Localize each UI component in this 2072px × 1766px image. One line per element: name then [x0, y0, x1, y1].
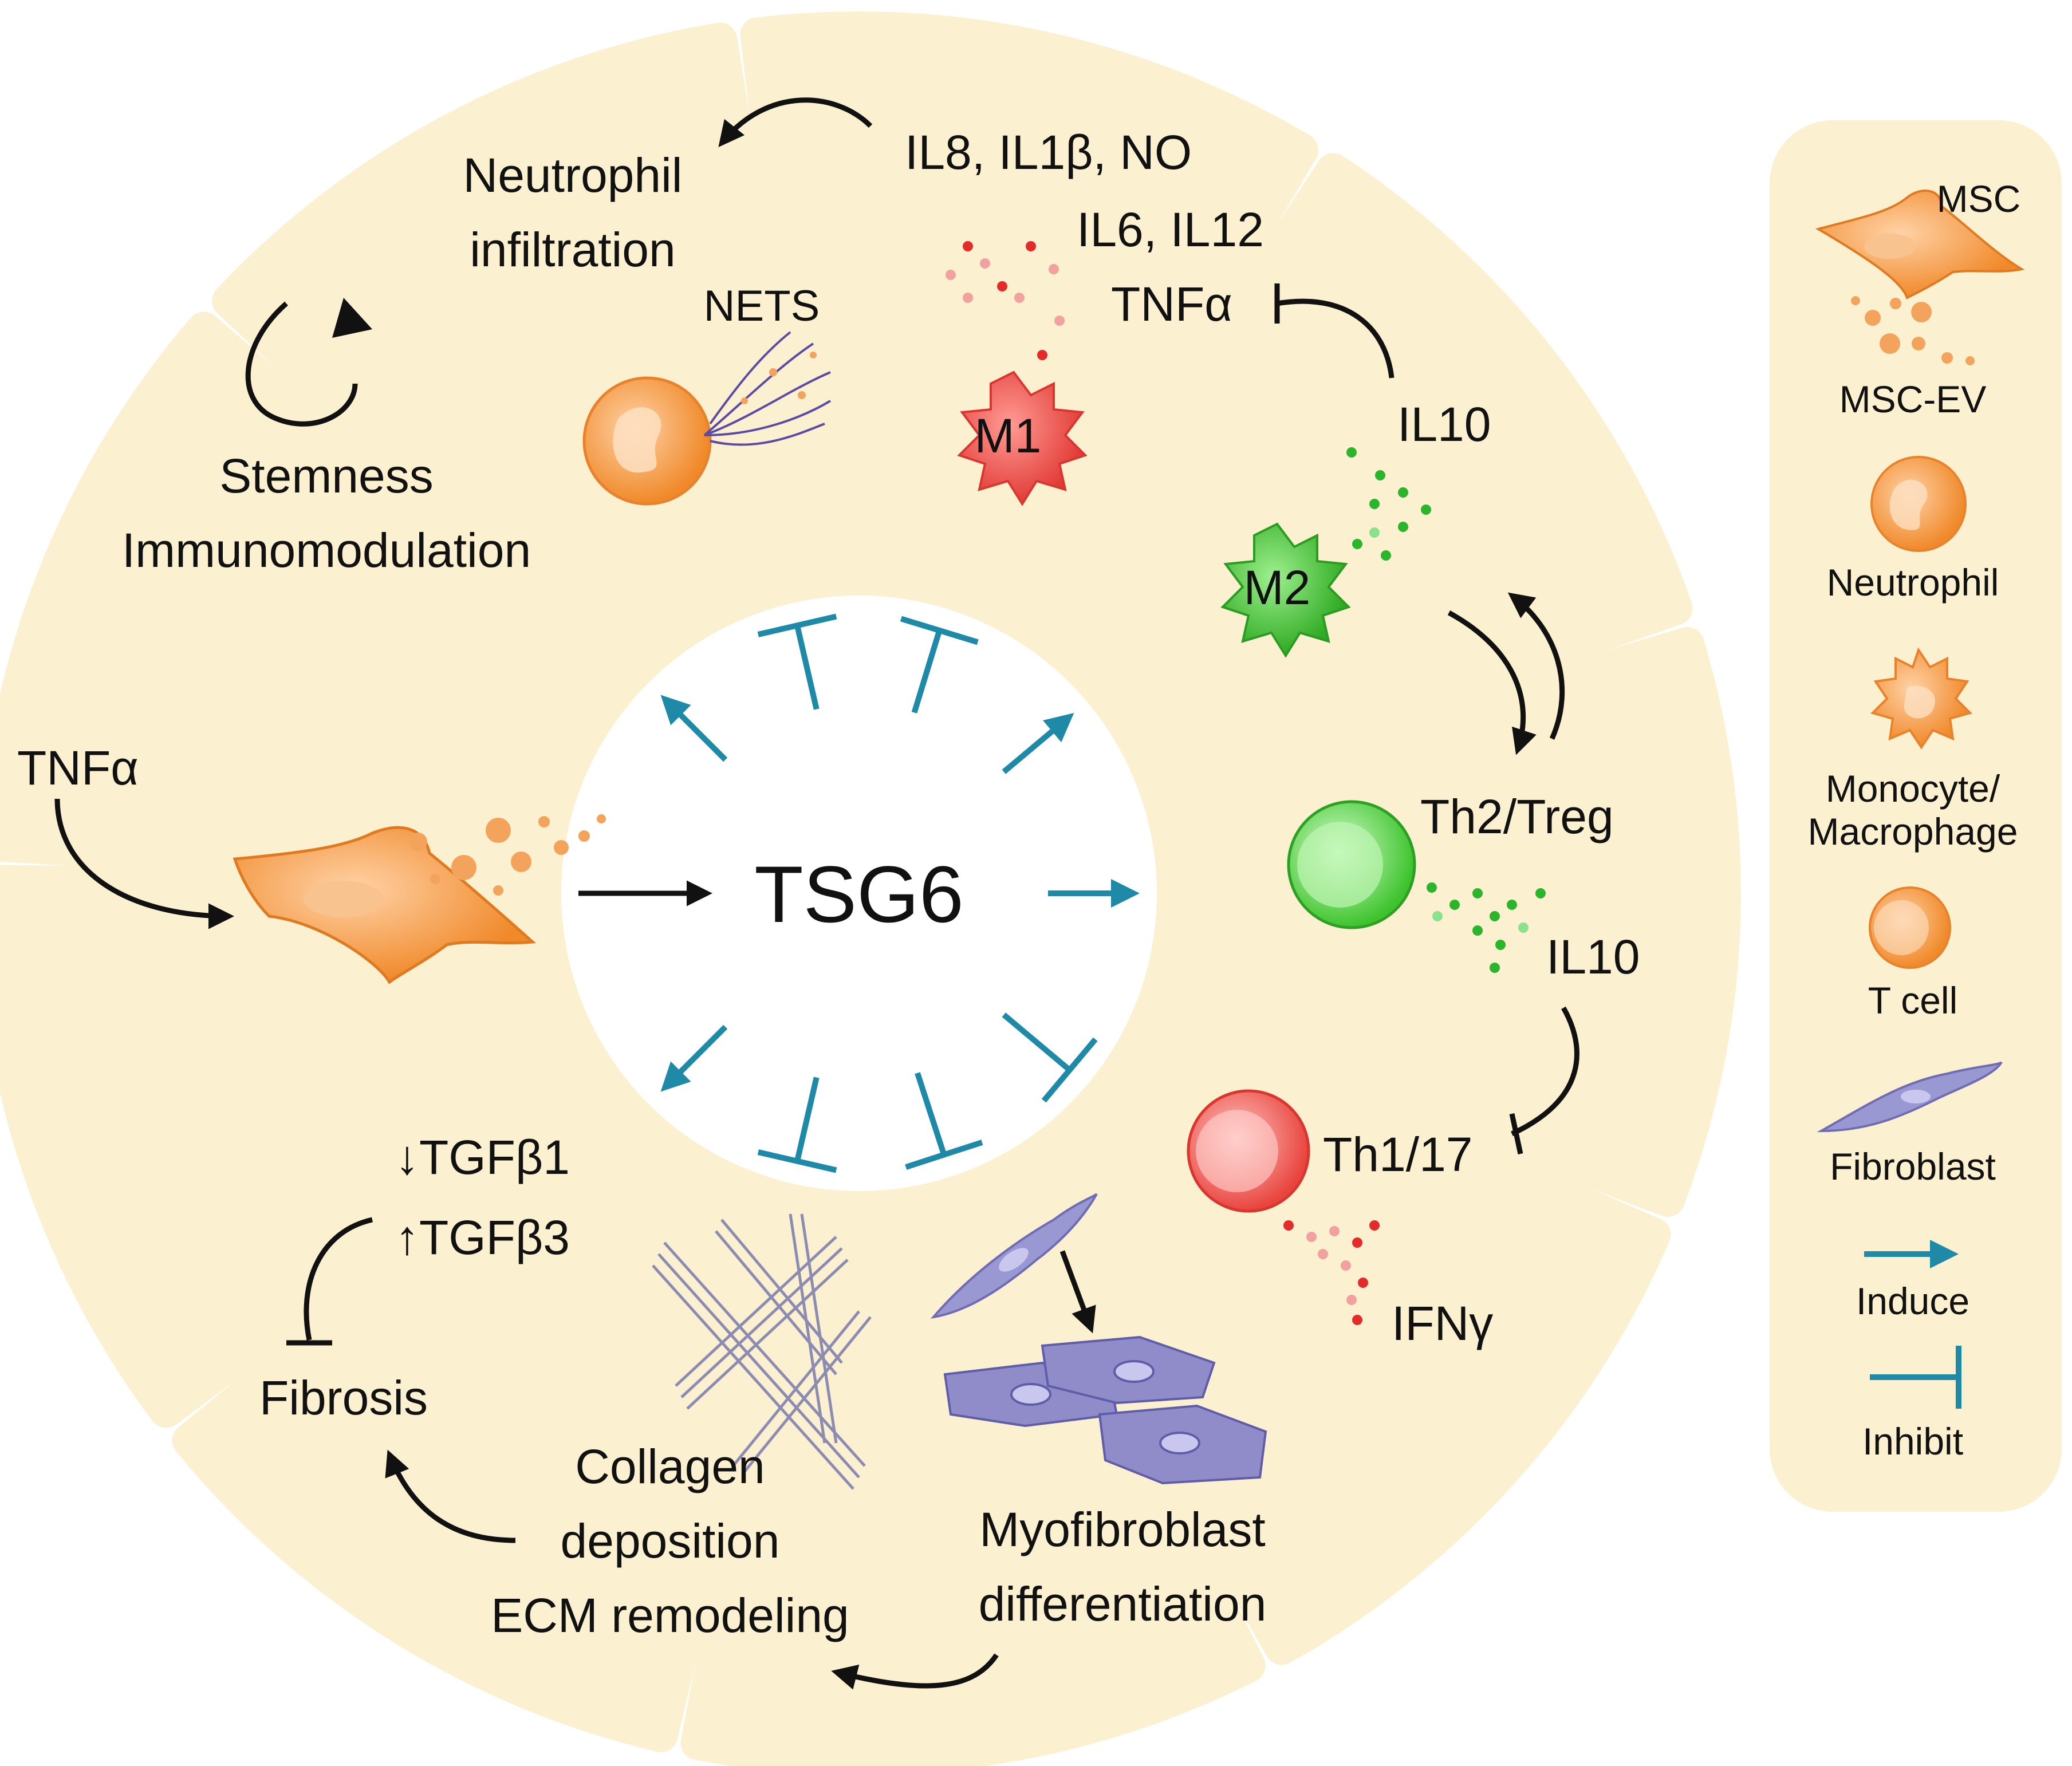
m2-macrophage-icon: [1220, 522, 1351, 658]
m1-cytokines-line-2: IL6, IL12: [1077, 203, 1264, 257]
th2-cytokine-dots-icon: [1427, 882, 1546, 973]
neutrophil-recruit-arrow: [718, 97, 873, 148]
inhibit-myofibroblast-bar-cap: [905, 1140, 983, 1170]
legend-fibroblast-icon: [1817, 1061, 2003, 1133]
th2-treg-cell-icon: [1287, 800, 1416, 929]
legend-msc-icon: [1815, 190, 2025, 299]
myofibroblast-label-2: differentiation: [979, 1577, 1267, 1631]
m2-il10-label: IL10: [1397, 397, 1491, 451]
tsg6-label: TSG6: [754, 849, 964, 939]
collagen-label-2: deposition: [561, 1514, 780, 1568]
th2-il10-label: IL10: [1546, 930, 1640, 984]
m2-to-th2-arrow: [1447, 610, 1537, 755]
neutrophil-infiltration-label-2: infiltration: [470, 223, 676, 277]
myofibroblast-label-1: Myofibroblast: [979, 1503, 1266, 1556]
stemness-cycle-arrowhead: [332, 298, 372, 338]
legend-macrophage-icon: [1870, 647, 1972, 750]
inhibit-collagen-bar: [794, 1077, 820, 1162]
collagen-label-1: Collagen: [575, 1440, 765, 1493]
legend-msc-ev-icon: [1851, 296, 1975, 365]
inhibit-collagen-bar-cap: [757, 1149, 837, 1173]
ecm-remodeling-label: ECM remodeling: [491, 1588, 849, 1642]
m1-label: M1: [975, 409, 1042, 463]
legend-label-t-cell: T cell: [1868, 979, 1958, 1022]
immunomodulation-label: Immunomodulation: [122, 523, 531, 577]
il10-inhibits-th1: [1511, 1006, 1579, 1137]
legend-label-msc: MSC: [1937, 178, 2021, 220]
stemness-label: Stemness: [219, 449, 434, 503]
th1-cytokine-dots-icon: [1283, 1220, 1380, 1325]
legend-label-macrophage: Macrophage: [1808, 810, 2018, 853]
inhibit-neutrophil-bar-cap: [757, 613, 837, 637]
tgfb3-inhibits-fibrosis: [304, 1217, 373, 1341]
th1-ifng-label: IFNγ: [1392, 1296, 1493, 1350]
tgfb3-label: ↑TGFβ3: [395, 1211, 570, 1264]
neutrophil-infiltration-label-1: Neutrophil: [463, 148, 683, 202]
legend-label-msc-ev: MSC-EV: [1839, 378, 1987, 420]
collagen-fibers-icon: [652, 1213, 872, 1490]
neutrophil-cell-icon: [582, 376, 712, 506]
m1-cytokines-line-3: TNFα: [1111, 277, 1232, 331]
il10-inhibits-tnfa: [1277, 298, 1395, 379]
collagen-to-fibrosis-arrow: [385, 1449, 516, 1543]
legend-label-fibroblast: Fibroblast: [1830, 1145, 1996, 1188]
inhibit-th1-bar-cap: [1041, 1037, 1098, 1103]
legend-inhibit-bar-icon: [1870, 1346, 1961, 1409]
legend-t-cell-icon: [1869, 886, 1951, 969]
m1-macrophage-icon: [957, 370, 1088, 506]
th2-to-m2-arrow: [1507, 592, 1565, 740]
stemness-cycle-arrow: [245, 301, 358, 427]
inhibit-neutrophil-bar: [794, 625, 820, 710]
msc-ev-dots-icon: [409, 814, 606, 896]
inhibit-th1-bar: [1002, 1012, 1072, 1073]
legend-label-neutrophil: Neutrophil: [1827, 561, 1999, 604]
th1-17-label: Th1/17: [1323, 1128, 1473, 1181]
tnfa-to-msc-arrow: [54, 798, 234, 929]
m1-cytokines-line-1: IL8, IL1β, NO: [905, 125, 1192, 179]
m1-cytokine-dots-icon: [946, 241, 1065, 360]
teal-arrows-group: [660, 613, 1140, 1173]
tgfb1-label: ↓TGFβ1: [395, 1130, 570, 1184]
legend-label-induce: Induce: [1856, 1280, 1969, 1322]
th2-treg-label: Th2/Treg: [1420, 790, 1614, 843]
m2-label: M2: [1244, 561, 1311, 614]
tnfa-input-label: TNFα: [17, 741, 139, 795]
nets-fibers-icon: [703, 331, 832, 446]
inhibit-m1-bar-cap: [900, 616, 979, 645]
induce-stemness-arrow: [660, 695, 728, 762]
m2-cytokine-dots-icon: [1346, 447, 1431, 561]
th1-17-cell-icon: [1187, 1089, 1310, 1213]
myofibroblast-to-collagen-arrow: [831, 1653, 999, 1690]
msc-cell-icon: [233, 826, 536, 984]
fibrosis-label: Fibrosis: [259, 1371, 428, 1425]
fibroblast-to-myofibroblast-arrow: [1059, 1250, 1096, 1334]
legend-neutrophil-icon: [1870, 456, 1967, 552]
inhibit-myofibroblast-bar: [915, 1072, 947, 1156]
induce-m2-arrow: [1002, 713, 1074, 774]
nets-label: NETS: [704, 282, 820, 330]
induce-fibrosis-reduction-arrow: [660, 1024, 728, 1092]
myofibroblast-cells-icon: [943, 1335, 1267, 1485]
legend-label-monocyte: Monocyte/: [1826, 767, 2000, 810]
legend-panel: [1770, 120, 2062, 1512]
legend-label-inhibit: Inhibit: [1862, 1420, 1963, 1463]
fibroblast-cell-icon: [930, 1193, 1098, 1319]
il10-inhibit-th1-bar: [1509, 1113, 1523, 1154]
inhibit-m1-bar: [911, 629, 943, 714]
